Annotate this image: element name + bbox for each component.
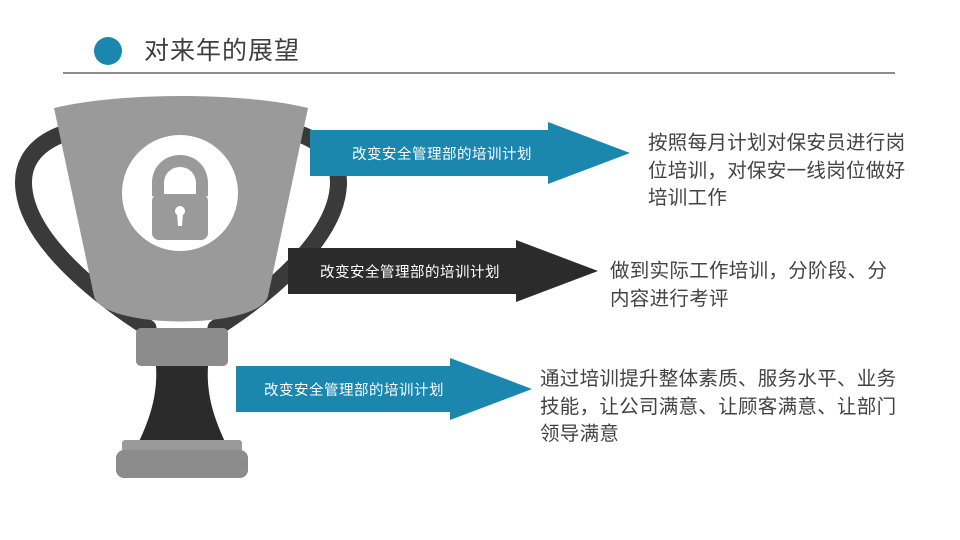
trophy-badge-circle: [122, 135, 238, 251]
arrow-shape-3: [236, 358, 532, 420]
trophy-collar: [136, 328, 228, 366]
lock-icon: [152, 155, 208, 240]
trophy-stem: [138, 366, 226, 444]
trophy-graphic: [10, 78, 350, 478]
slide-title-row: 对来年的展望: [62, 30, 898, 72]
arrow-shape-2: [288, 240, 598, 302]
trophy-base-top: [122, 440, 242, 452]
trophy-base: [116, 450, 248, 478]
title-divider: [63, 72, 895, 74]
arrow-shape-1: [310, 122, 630, 184]
arrow-banner-2[interactable]: 改变安全管理部的培训计划: [288, 240, 598, 302]
arrow-banner-1[interactable]: 改变安全管理部的培训计划: [310, 122, 630, 184]
page-title: 对来年的展望: [144, 36, 301, 65]
filled-circle-icon: [94, 37, 122, 65]
arrow-banner-3[interactable]: 改变安全管理部的培训计划: [236, 358, 532, 420]
item-body-3: 通过培训提升整体素质、服务水平、业务技能，让公司满意、让顾客满意、让部门领导满意: [540, 368, 897, 446]
item-body-2: 做到实际工作培训，分阶段、分内容进行考评: [610, 260, 888, 310]
item-body-1: 按照每月计划对保安员进行岗位培训，对保安一线岗位做好培训工作: [648, 132, 906, 210]
